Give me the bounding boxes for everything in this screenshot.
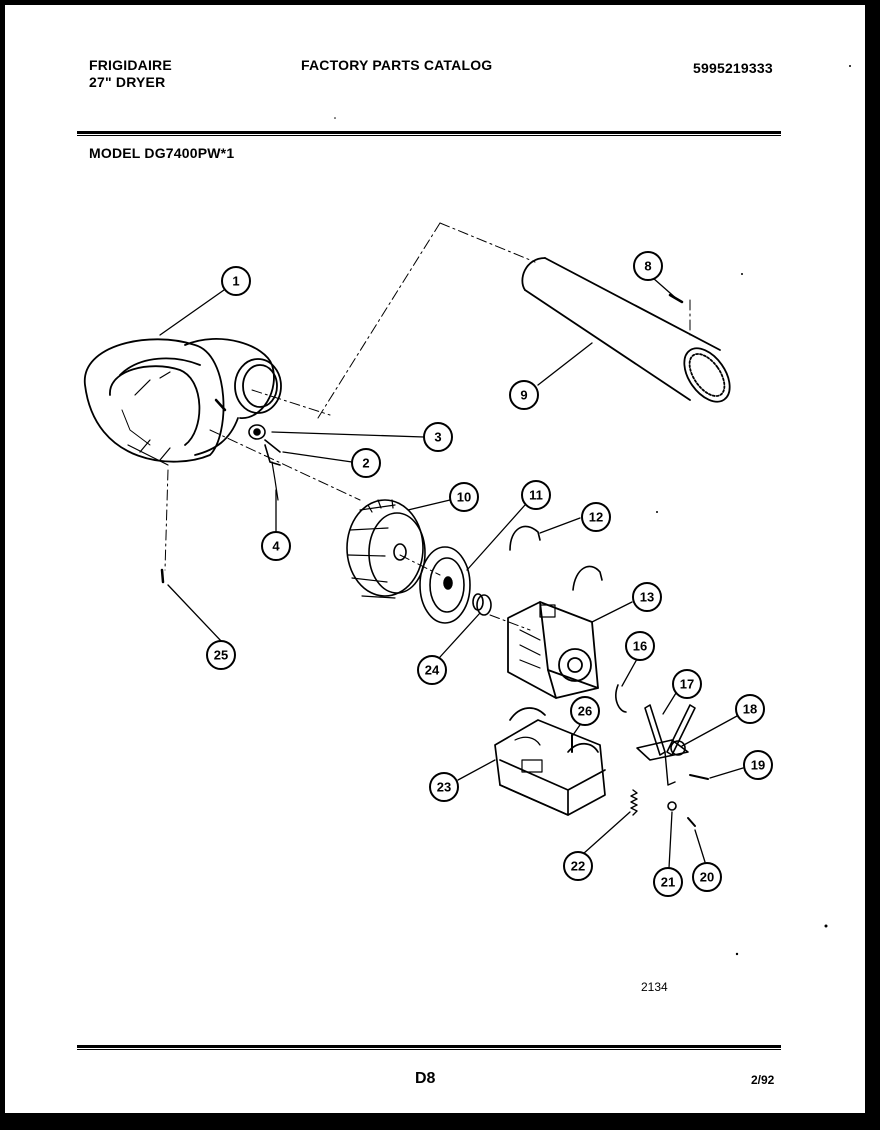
motor-clip-part-12 (509, 525, 603, 591)
callout-19: 19 (743, 750, 773, 780)
svg-text:1: 1 (232, 274, 239, 289)
callout-20: 20 (692, 862, 722, 892)
screw-part-19 (689, 774, 709, 780)
clip-part-16 (615, 684, 627, 713)
callout-1: 1 (221, 266, 251, 296)
callout-26: 26 (570, 696, 600, 726)
assembly-lines (164, 222, 691, 631)
callout-8: 8 (633, 251, 663, 281)
callout-21: 21 (653, 867, 683, 897)
motor-part (507, 601, 599, 699)
callout-23: 23 (429, 772, 459, 802)
catalog-title: FACTORY PARTS CATALOG (301, 57, 493, 73)
callout-16: 16 (625, 631, 655, 661)
brand-name: FRIGIDAIRE (89, 57, 172, 73)
callout-25: 25 (206, 640, 236, 670)
svg-text:4: 4 (272, 539, 280, 554)
motor-mount-part (494, 707, 606, 816)
svg-text:18: 18 (743, 702, 757, 717)
part-number: 5995219333 (693, 60, 773, 76)
svg-text:16: 16 (633, 639, 647, 654)
callout-18: 18 (735, 694, 765, 724)
callout-3: 3 (423, 422, 453, 452)
callout-13: 13 (632, 582, 662, 612)
brand-block: FRIGIDAIRE 27" DRYER (89, 57, 172, 91)
svg-text:3: 3 (434, 430, 441, 445)
footer-rule-thin (77, 1049, 781, 1050)
blower-housing-part (84, 338, 282, 466)
svg-text:13: 13 (640, 590, 654, 605)
svg-text:11: 11 (529, 488, 543, 503)
svg-text:2: 2 (362, 456, 369, 471)
header-rule (77, 131, 781, 134)
seal-disk-part (419, 546, 471, 624)
svg-text:22: 22 (571, 859, 585, 874)
svg-text:10: 10 (457, 490, 471, 505)
svg-text:26: 26 (578, 704, 592, 719)
callout-10: 10 (449, 482, 479, 512)
svg-text:17: 17 (680, 677, 694, 692)
header-rule-thin (77, 135, 781, 136)
bearing-clip-parts (214, 398, 281, 501)
catalog-date: 2/92 (751, 1073, 775, 1087)
idler-arm-part (636, 704, 696, 786)
leader-lines (159, 277, 744, 869)
svg-text:25: 25 (214, 648, 228, 663)
svg-text:21: 21 (661, 875, 675, 890)
spring-part-22 (630, 789, 638, 816)
footer-rule (77, 1045, 781, 1048)
callout-2: 2 (351, 448, 381, 478)
exploded-parts-diagram: 1 2 3 4 8 9 10 11 12 13 16 17 18 19 20 2… (84, 65, 851, 956)
callout-17: 17 (672, 669, 702, 699)
callout-22: 22 (563, 851, 593, 881)
svg-text:24: 24 (425, 663, 440, 678)
figure-number: 2134 (641, 980, 668, 994)
svg-text:20: 20 (700, 870, 714, 885)
svg-text:19: 19 (751, 758, 765, 773)
blower-wheel-part (346, 499, 426, 599)
svg-text:8: 8 (644, 259, 651, 274)
coupling-part-24 (472, 593, 492, 616)
fastener-parts-20-21 (667, 801, 696, 827)
svg-text:12: 12 (589, 510, 603, 525)
catalog-page: FRIGIDAIRE 27" DRYER FACTORY PARTS CATAL… (5, 5, 865, 1113)
callout-11: 11 (521, 480, 551, 510)
callout-9: 9 (509, 380, 539, 410)
exhaust-duct-part (521, 257, 731, 403)
page-id: D8 (415, 1070, 436, 1087)
svg-text:23: 23 (437, 780, 451, 795)
svg-text:9: 9 (520, 388, 527, 403)
scan-specks (334, 65, 851, 956)
callout-4: 4 (261, 531, 291, 561)
callout-24: 24 (417, 655, 447, 685)
model-number: MODEL DG7400PW*1 (89, 145, 235, 161)
screw-part-25 (160, 568, 165, 584)
product-name: 27" DRYER (89, 74, 166, 90)
callout-12: 12 (581, 502, 611, 532)
